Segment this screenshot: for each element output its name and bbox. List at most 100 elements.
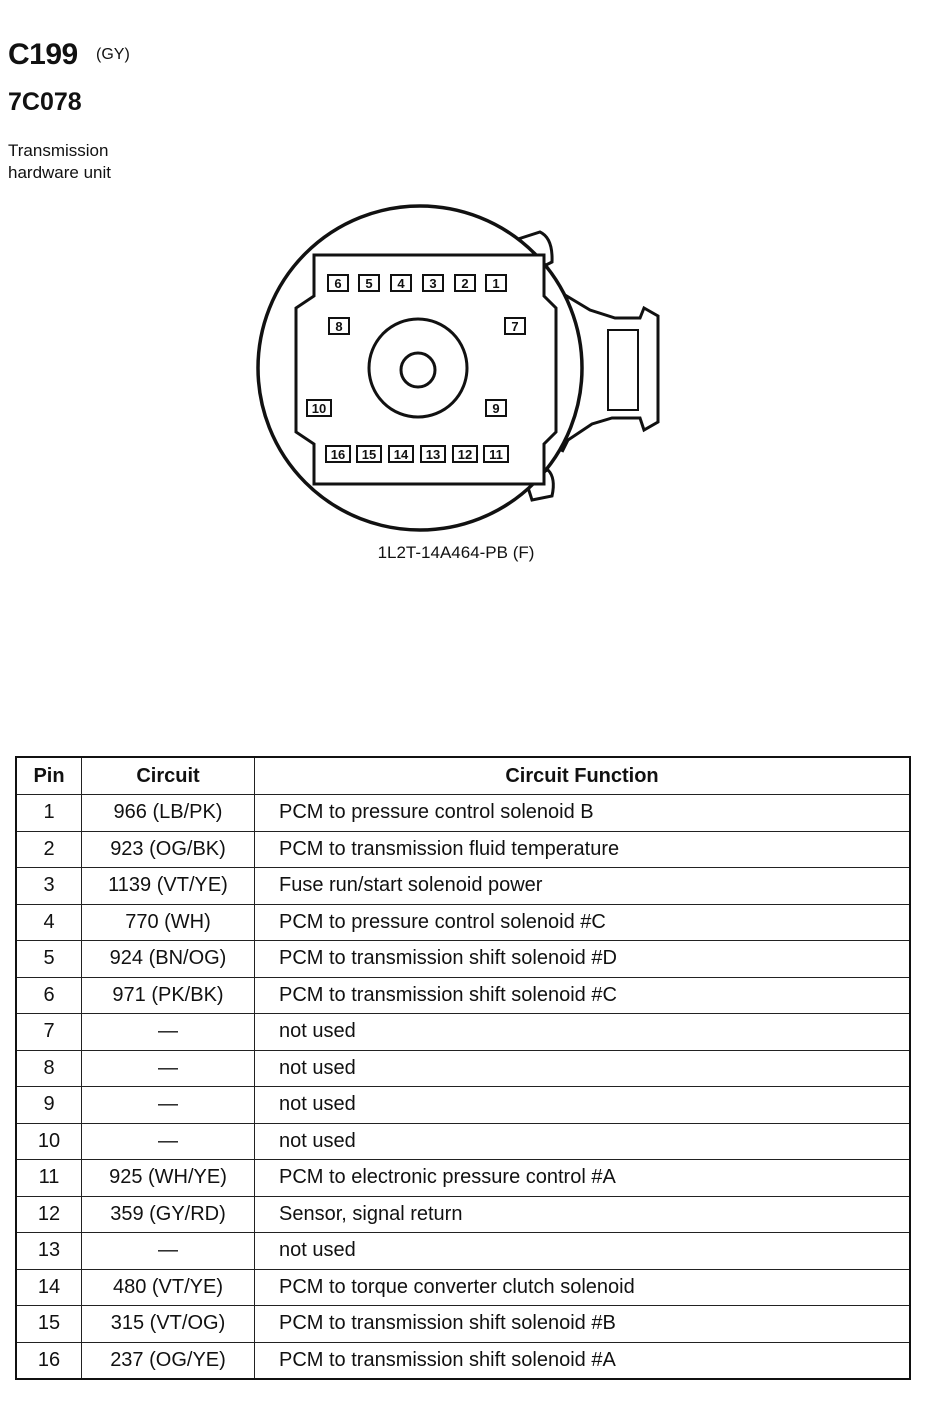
circuit-cell: — <box>81 1013 255 1051</box>
pin-box <box>504 317 526 335</box>
pin-12: 12 <box>452 445 478 463</box>
pin-box <box>454 274 476 292</box>
pin-box <box>485 274 507 292</box>
table-row: 13—not used <box>15 1232 911 1270</box>
table-row: 8—not used <box>15 1049 911 1087</box>
function-cell: PCM to pressure control solenoid B <box>254 794 911 832</box>
circuit-cell: 315 (VT/OG) <box>81 1305 255 1343</box>
pin-15: 15 <box>356 445 382 463</box>
pin-16: 16 <box>325 445 351 463</box>
pin-label: 14 <box>394 447 409 462</box>
pin-label: 16 <box>331 447 345 462</box>
function-cell: PCM to transmission shift solenoid #B <box>254 1305 911 1343</box>
part-number-label: 1L2T-14A464-PB (F) <box>378 543 535 562</box>
function-cell: Fuse run/start solenoid power <box>254 867 911 905</box>
pin-cell: 12 <box>15 1195 82 1233</box>
function-cell: Sensor, signal return <box>254 1195 911 1233</box>
pin-cell: 3 <box>15 867 82 905</box>
table-row: 10—not used <box>15 1122 911 1160</box>
function-cell: not used <box>254 1086 911 1124</box>
table-row: 9—not used <box>15 1086 911 1124</box>
function-cell: PCM to transmission fluid temperature <box>254 830 911 868</box>
pin-box <box>422 274 444 292</box>
col-header-circuit: Circuit <box>81 756 255 795</box>
circuit-cell: 480 (VT/YE) <box>81 1268 255 1306</box>
circuit-cell: 770 (WH) <box>81 903 255 941</box>
pin-3: 3 <box>422 274 444 292</box>
pin-box <box>327 274 349 292</box>
circuit-cell: 359 (GY/RD) <box>81 1195 255 1233</box>
circuit-cell: 1139 (VT/YE) <box>81 867 255 905</box>
pin-cell: 5 <box>15 940 82 978</box>
pin-label: 2 <box>461 276 468 291</box>
pin-label: 3 <box>429 276 436 291</box>
pin-cell: 11 <box>15 1159 82 1197</box>
function-cell: PCM to transmission shift solenoid #A <box>254 1341 911 1380</box>
pin-10: 10 <box>306 399 332 417</box>
pin-cell: 14 <box>15 1268 82 1306</box>
description-line-2: hardware unit <box>8 163 112 182</box>
pin-1: 1 <box>485 274 507 292</box>
circuit-cell: 923 (OG/BK) <box>81 830 255 868</box>
function-cell: not used <box>254 1232 911 1270</box>
center-hole <box>399 351 437 389</box>
function-cell: not used <box>254 1049 911 1087</box>
pin-cell: 13 <box>15 1232 82 1270</box>
pin-box <box>328 317 350 335</box>
circuit-cell: — <box>81 1232 255 1270</box>
pin-box <box>356 445 382 463</box>
pin-7: 7 <box>504 317 526 335</box>
pin-label: 6 <box>334 276 341 291</box>
circuit-cell: — <box>81 1086 255 1124</box>
col-header-pin: Pin <box>15 756 82 795</box>
pin-8: 8 <box>328 317 350 335</box>
pin-cell: 4 <box>15 903 82 941</box>
pin-box <box>388 445 414 463</box>
pin-label: 7 <box>511 319 518 334</box>
pin-box <box>483 445 509 463</box>
function-cell: not used <box>254 1122 911 1160</box>
pin-box <box>420 445 446 463</box>
description-line-1: Transmission <box>8 141 109 160</box>
pin-box <box>485 399 507 417</box>
circuit-cell: 924 (BN/OG) <box>81 940 255 978</box>
pin-2: 2 <box>454 274 476 292</box>
part-code: 7C078 <box>8 88 82 116</box>
pin-11: 11 <box>483 445 509 463</box>
pin-box <box>358 274 380 292</box>
function-cell: PCM to transmission shift solenoid #C <box>254 976 911 1014</box>
pin-box <box>390 274 412 292</box>
function-cell: not used <box>254 1013 911 1051</box>
circuit-cell: 237 (OG/YE) <box>81 1341 255 1380</box>
pin-14: 14 <box>388 445 414 463</box>
pin-box <box>306 399 332 417</box>
pin-cell: 7 <box>15 1013 82 1051</box>
pin-cell: 16 <box>15 1341 82 1380</box>
pin-cell: 8 <box>15 1049 82 1087</box>
function-cell: PCM to torque converter clutch solenoid <box>254 1268 911 1306</box>
pin-cell: 1 <box>15 794 82 832</box>
pin-box <box>325 445 351 463</box>
pin-cell: 15 <box>15 1305 82 1343</box>
pin-cell: 10 <box>15 1122 82 1160</box>
pin-cell: 2 <box>15 830 82 868</box>
component-description: Transmission hardware unit <box>8 140 208 184</box>
pin-label: 15 <box>362 447 376 462</box>
pin-13: 13 <box>420 445 446 463</box>
pin-9: 9 <box>485 399 507 417</box>
pin-label: 8 <box>335 319 342 334</box>
pin-label: 5 <box>365 276 372 291</box>
table-header-row: Pin Circuit Circuit Function <box>15 756 911 795</box>
pin-cell: 6 <box>15 976 82 1014</box>
table-row: 7—not used <box>15 1013 911 1051</box>
